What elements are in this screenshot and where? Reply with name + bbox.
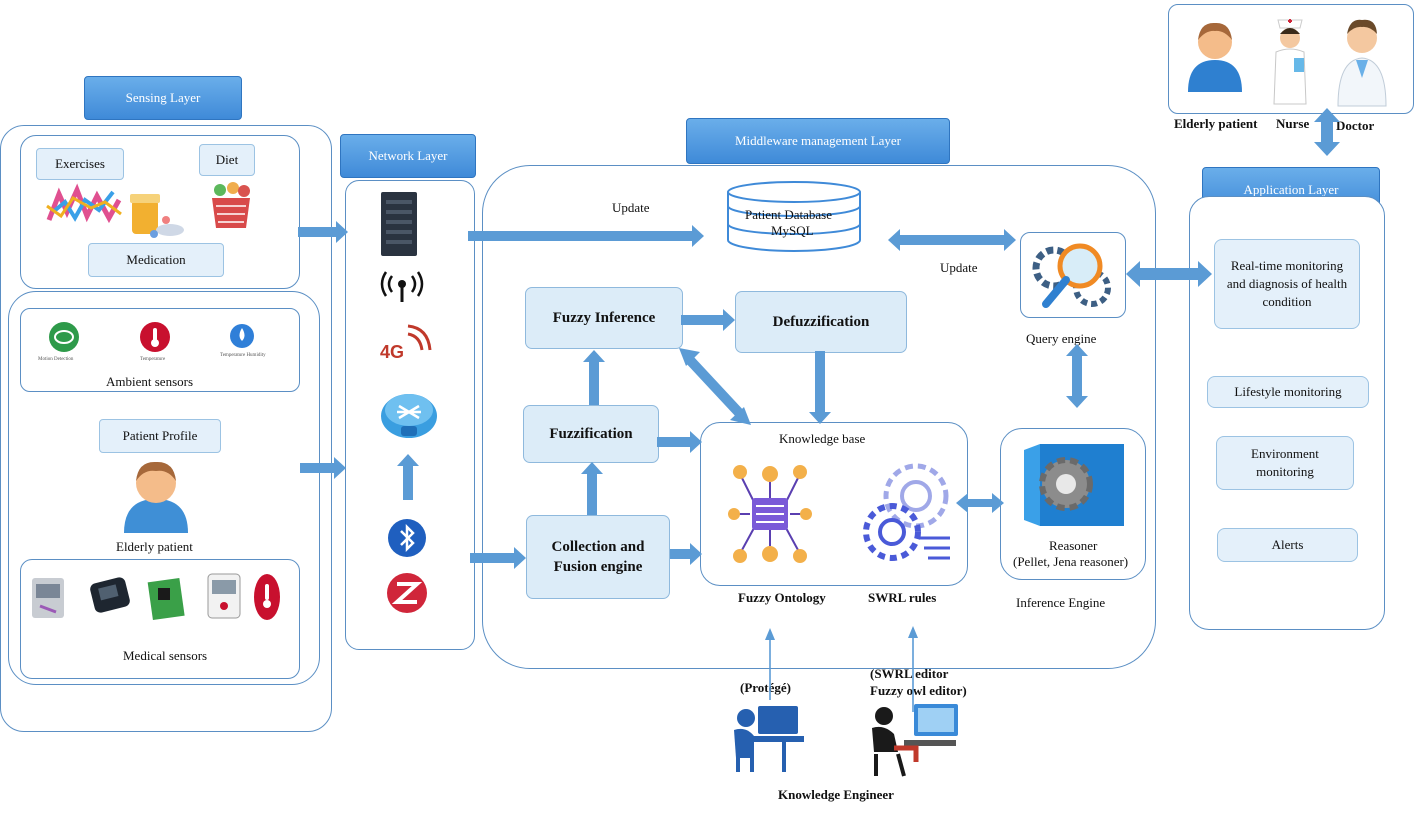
medical-sensors-label: Medical sensors xyxy=(123,648,208,663)
arrow-database-query xyxy=(888,229,1016,251)
database-engine: MySQL xyxy=(771,223,814,238)
swrl-rules-gears-icon xyxy=(863,463,950,561)
arrow-query-reasoner xyxy=(1066,344,1088,408)
sensing-layer-header: Sensing Layer xyxy=(84,76,242,120)
lifestyle-monitoring-service: Lifestyle monitoring xyxy=(1207,376,1369,408)
arrow-bluetooth-to-router xyxy=(397,454,419,500)
environment-monitoring-service: Environment monitoring xyxy=(1216,436,1354,490)
arrow-collection-to-kb xyxy=(670,543,702,565)
database-name: Patient Database xyxy=(745,207,832,222)
medication-label: Medication xyxy=(88,243,224,277)
patient-user-avatar-icon xyxy=(1188,22,1242,92)
arrow-kb-reasoner xyxy=(956,493,1004,513)
4g-signal-icon: 4G xyxy=(380,324,432,362)
nurse-avatar-icon xyxy=(1273,19,1307,105)
patient-profile-label: Patient Profile xyxy=(99,419,221,453)
arrow-network-to-collection xyxy=(470,547,526,569)
arrow-fuzzification-to-inference xyxy=(583,350,605,405)
humidity-caption: Temperature Humidity xyxy=(220,353,266,358)
collection-fusion-engine: Collection and Fusion engine xyxy=(526,515,670,599)
network-layer-header: Network Layer xyxy=(340,134,476,178)
reasoner-engines: (Pellet, Jena reasoner) xyxy=(1013,554,1129,569)
fuzzy-ontology-label: Fuzzy Ontology xyxy=(738,590,826,605)
arrow-inference-to-defuzzification xyxy=(681,309,735,331)
glucose-meter-icon xyxy=(207,573,241,619)
router-icon xyxy=(381,394,437,438)
motion-detection-caption: Motion Detection xyxy=(38,357,74,362)
exercise-icon xyxy=(46,183,122,224)
server-icon xyxy=(381,192,417,256)
knowledge-engineer-label: Knowledge Engineer xyxy=(778,787,894,802)
arrow-query-application xyxy=(1126,261,1212,287)
ambient-sensors-label: Ambient sensors xyxy=(106,374,194,389)
update-right-label: Update xyxy=(940,260,978,275)
defuzzification-module: Defuzzification xyxy=(735,291,907,353)
elderly-patient-label: Elderly patient xyxy=(116,539,193,554)
thermometer-sensor-icon xyxy=(254,574,280,620)
temperature-sensor-icon xyxy=(140,322,170,352)
arrow-lifestyle-to-network xyxy=(298,221,348,243)
fuzzification-module: Fuzzification xyxy=(523,405,659,463)
swrl-rules-label: SWRL rules xyxy=(868,590,937,605)
arrow-network-to-database xyxy=(468,225,704,247)
arrow-users-application xyxy=(1314,108,1340,156)
engineer-at-computer-icon xyxy=(872,704,958,777)
engineer-at-desk-blue-icon xyxy=(734,706,804,772)
temperature-caption: Temperature xyxy=(140,357,166,362)
patient-user-label: Elderly patient xyxy=(1174,116,1258,131)
update-left-label: Update xyxy=(612,200,650,215)
medication-pills-icon xyxy=(130,194,184,238)
wireless-antenna-icon xyxy=(380,271,424,302)
circuit-sensor-board-icon xyxy=(147,577,185,621)
query-engine-label: Query engine xyxy=(1026,331,1097,346)
exercises-label: Exercises xyxy=(36,148,124,180)
zigbee-icon xyxy=(387,573,427,613)
knowledge-base-label: Knowledge base xyxy=(779,431,866,446)
query-engine-magnifier-icon xyxy=(1032,243,1111,308)
wrist-monitor-icon xyxy=(90,577,130,613)
bluetooth-icon xyxy=(388,519,426,557)
diet-basket-icon xyxy=(212,182,250,228)
arrow-patient-to-network xyxy=(300,457,346,479)
fuzzy-inference-module: Fuzzy Inference xyxy=(525,287,683,349)
arrows-engineer-to-kb xyxy=(765,626,918,712)
reasoner-gear-box-icon xyxy=(1024,444,1124,526)
humidity-sensor-icon xyxy=(230,324,254,348)
arrow-fuzzification-to-kb xyxy=(657,431,702,453)
motion-detection-icon xyxy=(49,322,79,352)
reasoner-label: Reasoner xyxy=(1049,538,1098,553)
middleware-layer-header: Middleware management Layer xyxy=(686,118,950,164)
doctor-avatar-icon xyxy=(1337,19,1387,107)
inference-engine-label: Inference Engine xyxy=(1016,595,1106,610)
protege-label: (Protégé) xyxy=(740,680,792,695)
fuzzy-owl-editor-label: Fuzzy owl editor) xyxy=(870,683,967,698)
4g-badge-text: 4G xyxy=(380,342,404,362)
doctor-label: Doctor xyxy=(1336,118,1375,133)
fuzzy-ontology-icon xyxy=(728,465,812,563)
alerts-service: Alerts xyxy=(1217,528,1358,562)
diet-label: Diet xyxy=(199,144,255,176)
swrl-editor-label: (SWRL editor xyxy=(870,666,949,681)
arrow-collection-to-fuzzification xyxy=(581,462,603,515)
elderly-patient-avatar-icon xyxy=(124,461,188,533)
nurse-label: Nurse xyxy=(1276,116,1310,131)
arrow-defuzzification-to-kb xyxy=(809,351,831,424)
realtime-monitoring-service: Real-time monitoring and diagnosis of he… xyxy=(1214,239,1360,329)
arrow-inference-kb-diagonal xyxy=(679,348,751,425)
blood-pressure-monitor-icon xyxy=(32,578,64,618)
database-icon xyxy=(727,181,861,252)
